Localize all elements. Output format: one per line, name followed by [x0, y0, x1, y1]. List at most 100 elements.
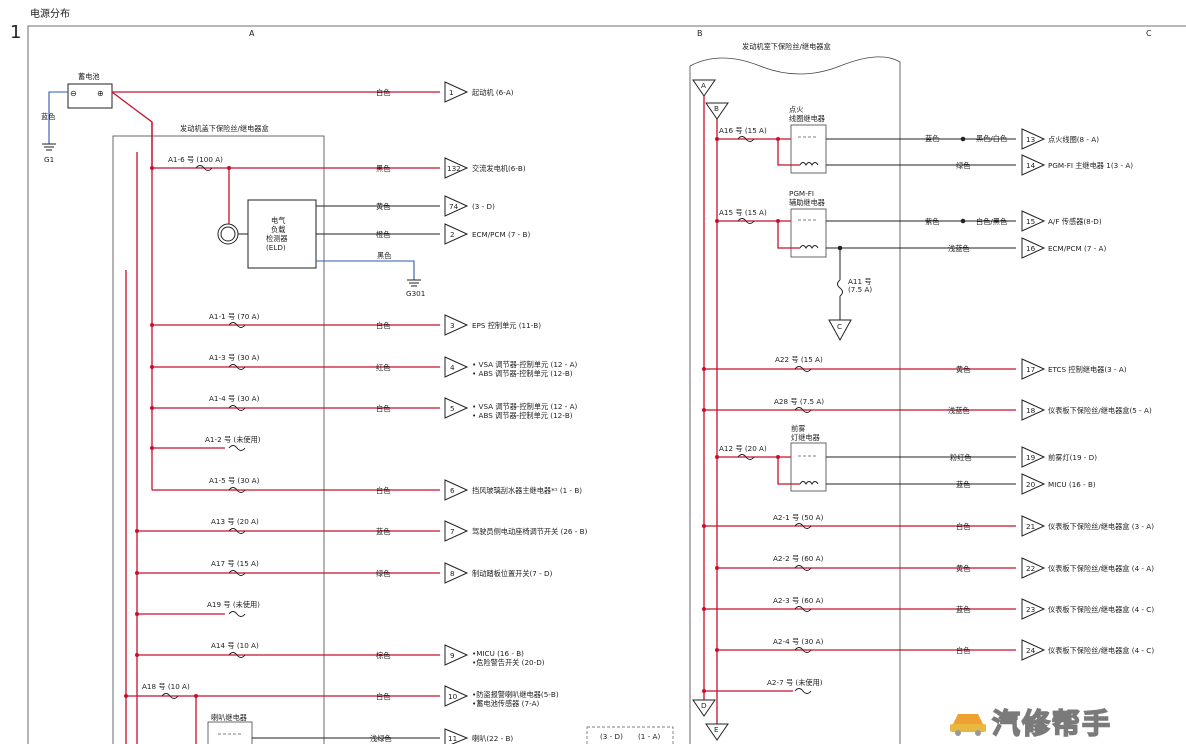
- right-circuit-24: A2-4 号 (30 A) 白色 24 仪表板下保险丝/继电器盒 (4 - C): [715, 637, 1154, 661]
- svg-text:白色/黑色: 白色/黑色: [976, 217, 1007, 226]
- svg-text:19: 19: [1026, 453, 1036, 462]
- right-circuit-unused: A2-7 号 (未使用): [702, 678, 823, 694]
- svg-text:喇叭(22 - B): 喇叭(22 - B): [472, 734, 513, 743]
- svg-text:绿色: 绿色: [376, 569, 390, 578]
- svg-text:蓝色: 蓝色: [925, 134, 939, 143]
- right-circuit-20: 蓝色 20 MICU (16 - B): [826, 473, 1096, 495]
- svg-text:A1-2 号 (未使用): A1-2 号 (未使用): [205, 435, 261, 444]
- left-circuit-11: A17 号 (15 A) 绿色 8 制动踏板位置开关(7 - D): [135, 559, 553, 584]
- svg-text:蓝色: 蓝色: [376, 527, 390, 536]
- svg-text:线圈继电器: 线圈继电器: [789, 114, 825, 123]
- eld-line-3: 检测器: [266, 234, 288, 243]
- right-circuit-19: A12 号 (20 A) 粉红色 19 前雾灯(19 - D): [715, 444, 1097, 485]
- svg-text:白色: 白色: [376, 404, 390, 413]
- svg-text:• ABS 调节器-控制单元 (12-B): • ABS 调节器-控制单元 (12-B): [472, 369, 573, 378]
- svg-text:(7.5 A): (7.5 A): [848, 285, 872, 294]
- main-bus: [111, 91, 153, 490]
- left-circuit-13: A14 号 (10 A) 棕色 9 •MICU (16 - B) •危险警告开关…: [135, 641, 545, 667]
- eld-line-4: (ELD): [266, 243, 286, 252]
- svg-text:3: 3: [450, 321, 455, 330]
- svg-text:132: 132: [447, 164, 461, 173]
- svg-text:21: 21: [1026, 522, 1035, 531]
- svg-text:白色: 白色: [376, 321, 390, 330]
- svg-text:制动踏板位置开关(7 - D): 制动踏板位置开关(7 - D): [472, 569, 553, 578]
- svg-text:PGM-FI 主继电器 1(3 - A): PGM-FI 主继电器 1(3 - A): [1048, 161, 1133, 170]
- svg-text:23: 23: [1026, 605, 1035, 614]
- svg-text:棕色: 棕色: [376, 651, 390, 660]
- svg-text:A2-2 号 (60 A): A2-2 号 (60 A): [773, 554, 824, 563]
- svg-text:白色: 白色: [376, 88, 390, 97]
- svg-text:10: 10: [448, 692, 458, 701]
- right-circuit-13: A16 号 (15 A) 蓝色 黑色/白色 13 点火线圈(8 - A): [715, 126, 1099, 166]
- svg-text:辅助继电器: 辅助继电器: [789, 198, 825, 207]
- svg-text:ETCS 控制继电器(3 - A): ETCS 控制继电器(3 - A): [1048, 365, 1127, 374]
- connector-c: [828, 319, 852, 342]
- eld-line-2: 负载: [271, 225, 285, 234]
- pgm-fi-sub-relay: PGM-FI 辅助继电器: [789, 189, 827, 258]
- eld-ground-color: 黑色: [377, 251, 391, 260]
- right-circuit-17: A22 号 (15 A) 黄色 17 ETCS 控制继电器(3 - A): [702, 355, 1127, 380]
- right-circuit-15: A15 号 (15 A) 紫色 白色/黑色 15 A/F 传感器(8-D): [715, 208, 1102, 249]
- svg-text:黄色: 黄色: [956, 365, 970, 374]
- page-number: 1: [10, 22, 21, 43]
- a11-fuse-branch: A11 号 (7.5 A) C: [828, 248, 872, 342]
- battery-ground-wire: [48, 91, 68, 144]
- page-title: 电源分布: [30, 7, 70, 20]
- left-circuit-6: A1-3 号 (30 A) 红色 4 • VSA 调节器-控制单元 (12 - …: [150, 353, 578, 378]
- left-circuit-9: A1-5 号 (30 A) 白色 6 挡风玻璃刮水器主继电器*¹ (1 - B): [152, 476, 582, 501]
- svg-text:A13 号 (20 A): A13 号 (20 A): [211, 517, 259, 526]
- svg-text:B: B: [714, 104, 719, 113]
- connector-e-bottom: [705, 723, 729, 741]
- svg-text:点火线圈(8 - A): 点火线圈(8 - A): [1048, 135, 1099, 144]
- battery: [67, 83, 113, 109]
- svg-text:11: 11: [448, 734, 457, 743]
- svg-text:•蓄电池传感器 (7-A): •蓄电池传感器 (7-A): [472, 699, 540, 708]
- eld-line-1: 电气: [271, 216, 285, 225]
- svg-text:A: A: [701, 81, 706, 90]
- svg-text:8: 8: [450, 569, 455, 578]
- svg-text:•MICU (16 - B): •MICU (16 - B): [472, 649, 524, 658]
- svg-text:喇叭继电器: 喇叭继电器: [211, 713, 247, 722]
- svg-text:粉红色: 粉红色: [950, 453, 972, 462]
- watermark-text: 汽修帮手: [991, 706, 1113, 741]
- svg-text:A1-5 号 (30 A): A1-5 号 (30 A): [209, 476, 260, 485]
- svg-text:仪表板下保险丝/继电器盒(5 - A): 仪表板下保险丝/继电器盒(5 - A): [1048, 406, 1152, 415]
- svg-text:14: 14: [1026, 161, 1036, 170]
- horn-relay: 喇叭继电器: [207, 713, 253, 744]
- ref-box-1: (3 - D): [600, 732, 623, 741]
- svg-text:前雾灯(19 - D): 前雾灯(19 - D): [1048, 453, 1097, 462]
- svg-text:红色: 红色: [376, 363, 390, 372]
- connector-d-bottom: [692, 699, 716, 717]
- svg-text:A11 号: A11 号: [848, 277, 872, 286]
- right-circuit-23: A2-3 号 (60 A) 蓝色 23 仪表板下保险丝/继电器盒 (4 - C): [702, 596, 1154, 620]
- left-circuit-15: 浅绿色 11 喇叭(22 - B): [252, 728, 513, 744]
- svg-text:浅蓝色: 浅蓝色: [948, 244, 970, 253]
- svg-text:A12 号 (20 A): A12 号 (20 A): [719, 444, 767, 453]
- svg-text:• VSA 调节器-控制单元 (12 - A): • VSA 调节器-控制单元 (12 - A): [472, 360, 578, 369]
- svg-text:白色: 白色: [956, 522, 970, 531]
- left-circuit-14: A18 号 (10 A) 白色 10 •防盗报警喇叭继电器(5-B) •蓄电池传…: [124, 682, 559, 744]
- svg-text:E: E: [714, 725, 719, 734]
- svg-text:A2-3 号 (60 A): A2-3 号 (60 A): [773, 596, 824, 605]
- ground-g301-label: G301: [406, 289, 425, 298]
- left-circuit-2: A1-6 号 (100 A) 黑色 132 交流发电机(6-B): [150, 155, 526, 224]
- svg-text:A1-1 号 (70 A): A1-1 号 (70 A): [209, 312, 260, 321]
- eld-ground-wire: [316, 260, 415, 280]
- svg-text:22: 22: [1026, 564, 1035, 573]
- page-frame: [27, 25, 1186, 744]
- svg-text:A28 号 (7.5 A): A28 号 (7.5 A): [774, 397, 824, 406]
- svg-text:A15 号 (15 A): A15 号 (15 A): [719, 208, 767, 217]
- battery-plus-terminal: ⊕: [97, 89, 104, 98]
- svg-text:MICU (16 - B): MICU (16 - B): [1048, 480, 1096, 489]
- svg-text:EPS 控制单元 (11-B): EPS 控制单元 (11-B): [472, 321, 541, 330]
- svg-text:A14 号 (10 A): A14 号 (10 A): [211, 641, 259, 650]
- svg-text:挡风玻璃刮水器主继电器*¹ (1 - B): 挡风玻璃刮水器主继电器*¹ (1 - B): [472, 486, 582, 495]
- svg-text:20: 20: [1026, 480, 1036, 489]
- svg-text:15: 15: [1026, 217, 1035, 226]
- column-b-label: B: [697, 29, 703, 38]
- svg-text:驾驶员侧电动座椅调节开关 (26 - B): 驾驶员侧电动座椅调节开关 (26 - B): [472, 527, 588, 536]
- battery-minus-terminal: ⊖: [70, 89, 77, 98]
- connector-b-top: [705, 102, 729, 120]
- svg-text:4: 4: [450, 363, 455, 372]
- svg-text:(3 - D): (3 - D): [472, 202, 495, 211]
